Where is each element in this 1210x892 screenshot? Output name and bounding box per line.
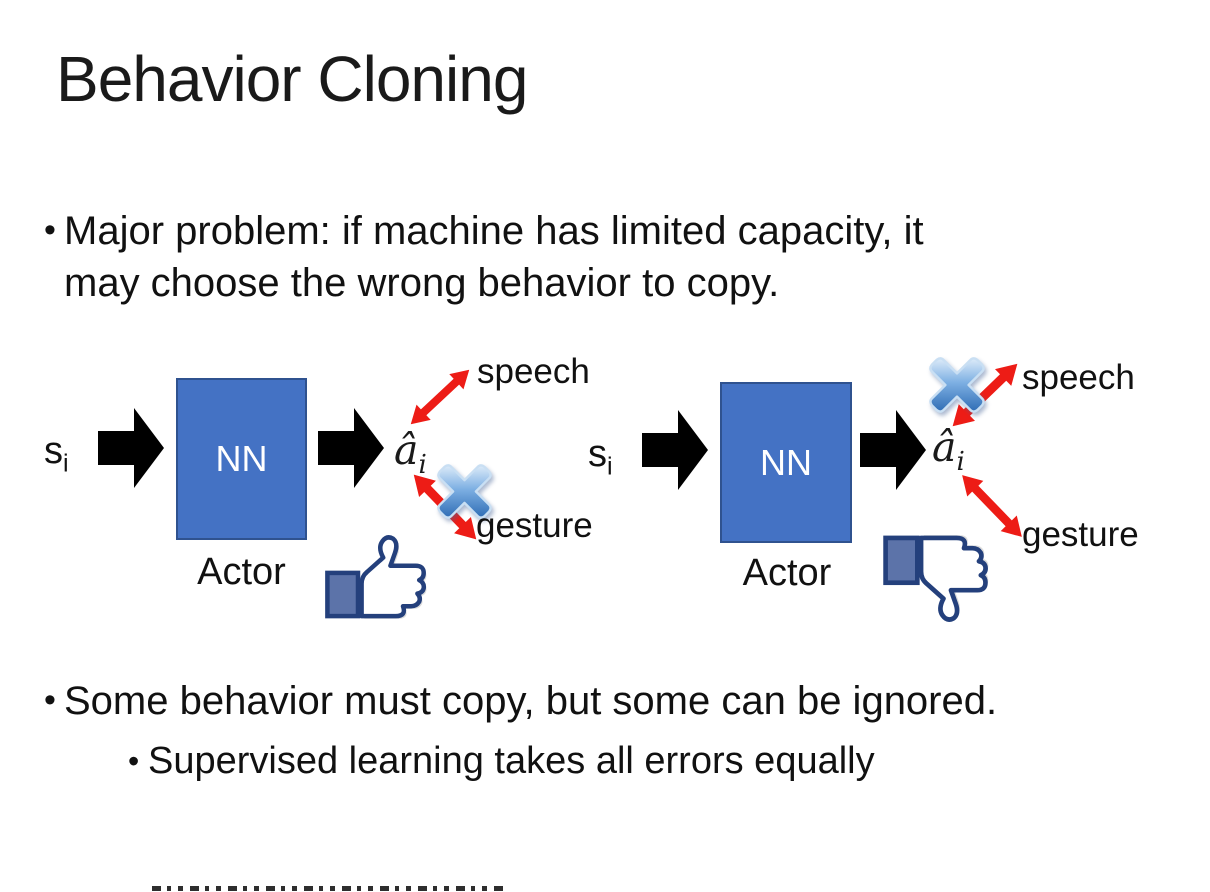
right-gesture-label: gesture [1022,515,1139,554]
bullet-dot: • [128,743,140,779]
right-input-state-label: si [588,433,613,481]
right-input-arrow-icon [642,410,708,490]
thumbs-up-icon [325,535,427,619]
slide-title: Behavior Cloning [56,43,528,115]
right-speech-cross-icon [929,357,985,413]
right-speech-label: speech [1022,358,1135,397]
left-nn-box: NN [176,378,307,540]
thumbs-down-icon [883,535,989,622]
left-speech-label: speech [477,352,590,391]
bullet-major-problem: • Major problem: if machine has limited … [44,206,924,256]
right-nn-box: NN [720,382,852,543]
left-actor-label: Actor [197,551,286,593]
right-output-arrow-icon [860,410,926,490]
bullet-major-problem-cont: may choose the wrong behavior to copy. [64,258,779,308]
right-output-action-label: âi [932,423,965,478]
left-output-action-label: âi [394,426,427,481]
left-gesture-label: gesture [476,506,593,545]
clipped-text-fragment [152,886,504,891]
left-output-arrow-icon [318,408,384,488]
bullet-supervised: • Supervised learning takes all errors e… [128,738,875,786]
bullet-major-problem-line2: may choose the wrong behavior to copy. [64,261,780,305]
right-nn-label: NN [760,441,812,483]
right-speech-arrow-icon [952,363,1018,427]
bullet-major-problem-line1: Major problem: if machine has limited ca… [64,209,924,253]
bullet-dot: • [44,211,56,249]
left-speech-arrow-icon [410,369,470,425]
left-gesture-cross-icon [437,464,492,519]
right-gesture-arrow-icon [962,475,1022,537]
bullet-dot: • [44,681,56,719]
left-input-state-label: si [44,430,69,478]
bullet-some-behavior: • Some behavior must copy, but some can … [44,676,997,726]
right-actor-label: Actor [742,552,832,594]
left-nn-label: NN [215,438,268,479]
left-input-arrow-icon [98,408,164,488]
